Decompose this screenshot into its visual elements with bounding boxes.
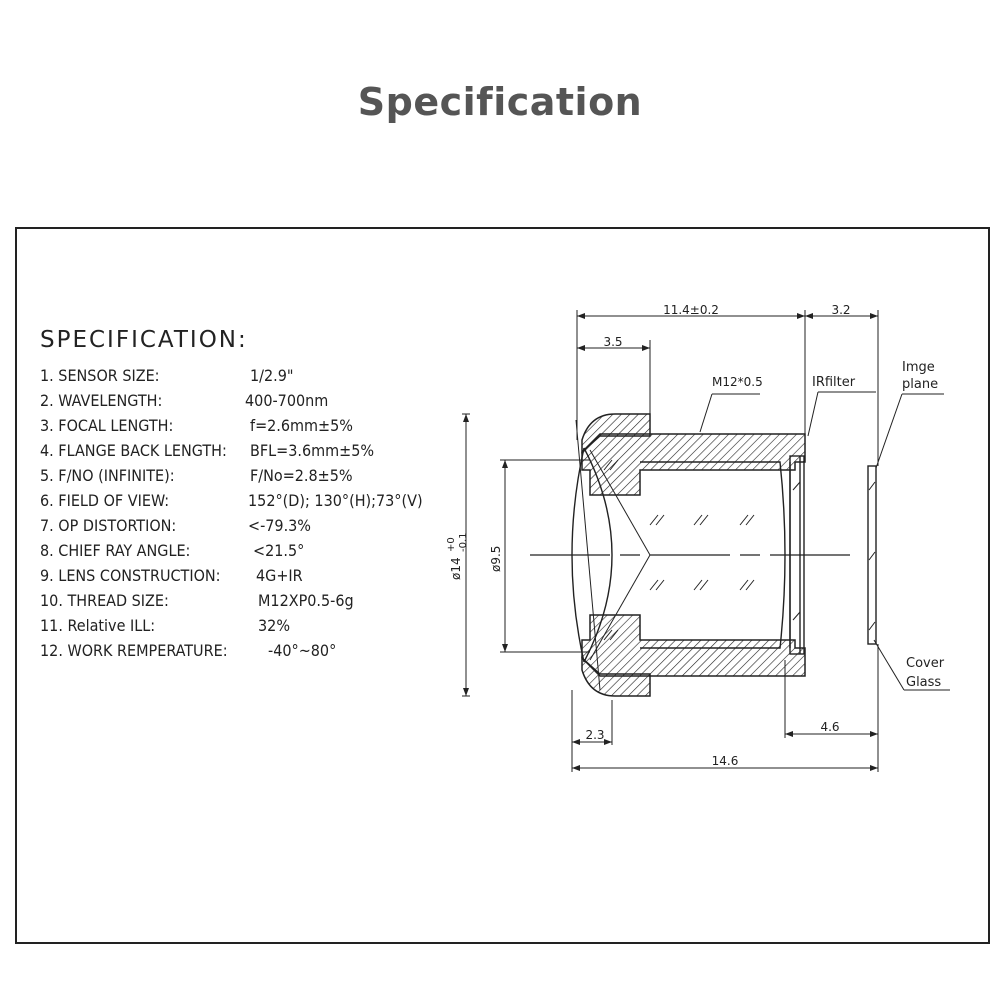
dimension-lines [462,310,950,772]
spec-value: 152°(D); 130°(H);73°(V) [248,491,423,510]
spec-heading: SPECIFICATION: [40,327,248,353]
dim-inner-diameter: ø9.5 [489,546,503,572]
irfilter-label: IRfilter [812,375,856,390]
dim-total-barrel: 11.4±0.2 [663,303,719,317]
dim-back-gap: 4.6 [820,720,839,734]
dim-image-gap: 3.2 [831,303,850,317]
dim-bottom-left: 2.3 [585,728,604,742]
lens-housing [581,413,806,697]
spec-value: f=2.6mm±5% [250,416,353,435]
spec-value: 4G+IR [256,566,303,585]
spec-label: 12. WORK REMPERATURE: [40,641,228,660]
thread-label: M12*0.5 [712,375,763,389]
cover-glass [867,465,877,645]
spec-label: 11. Relative ILL: [40,616,156,635]
drawing-frame [15,227,990,944]
spec-label: 2. WAVELENGTH: [40,391,163,410]
glass-ticks [603,459,876,641]
image-plane-label-1: Imge [902,360,935,375]
dim-total-length: 14.6 [712,754,739,768]
spec-value: 32% [258,616,290,635]
spec-label: 6. FIELD OF VIEW: [40,491,170,510]
spec-value: F/No=2.8±5% [250,466,353,485]
spec-value: -40°~80° [268,641,337,660]
spec-value: M12XP0.5-6g [258,591,354,610]
spec-label: 7. OP DISTORTION: [40,516,177,535]
cover-glass-label-1: Cover [906,656,945,671]
front-lens-inner [583,447,613,663]
spec-label: 4. FLANGE BACK LENGTH: [40,441,227,460]
dim-front: 3.5 [603,335,622,349]
dim-outer-diameter: ø14 [449,557,463,580]
image-plane-label-2: plane [902,377,938,392]
dim-outer-diameter-group: ø14 +0 -0.1 [446,532,469,580]
arrowheads [463,313,878,771]
dim-outer-tol-minus: -0.1 [458,532,469,552]
spec-value: 400-700nm [245,391,329,410]
spec-value: BFL=3.6mm±5% [250,441,375,460]
dim-outer-tol-plus: +0 [446,537,457,552]
spec-label: 3. FOCAL LENGTH: [40,416,174,435]
spec-label: 9. LENS CONSTRUCTION: [40,566,221,585]
page-title: Specification [357,80,643,124]
spec-value: 1/2.9" [250,366,294,385]
spec-label: 8. CHIEF RAY ANGLE: [40,541,191,560]
cover-glass-label-2: Glass [906,675,941,690]
spec-value: <-79.3% [248,516,311,535]
spec-value: <21.5° [253,541,305,560]
dim-inner-diameter-group: ø9.5 [489,546,503,572]
spec-label: 1. SENSOR SIZE: [40,366,160,385]
spec-label: 5. F/NO (INFINITE): [40,466,175,485]
spec-label: 10. THREAD SIZE: [40,591,169,610]
